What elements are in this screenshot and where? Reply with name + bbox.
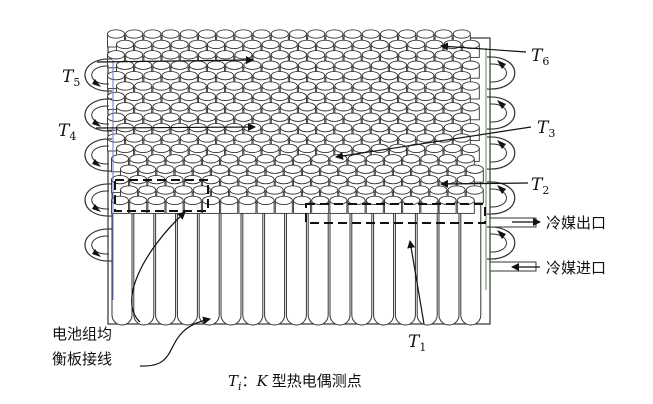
- coolant-bend: [486, 56, 516, 90]
- equalizer-board-zone: [114, 179, 209, 212]
- t1-arrow: [407, 240, 425, 325]
- coolant-bend: [486, 136, 516, 170]
- cell-top: [311, 195, 330, 214]
- cell-top: [461, 143, 480, 162]
- equalizer-label-line-1: 电池组均: [52, 325, 112, 343]
- coolant-bend: [84, 183, 113, 217]
- cell-top: [256, 195, 275, 214]
- label-t3: T3: [537, 118, 555, 140]
- label-t5: T5: [62, 67, 80, 89]
- cell-top: [252, 70, 271, 90]
- t3-arrow: [335, 126, 532, 160]
- coolant-outlet-pipe: [489, 217, 541, 228]
- equalizer-upper-arrow: [131, 211, 186, 323]
- label-t4: T4: [58, 121, 76, 143]
- coolant-bend: [486, 96, 516, 130]
- t6-arrow: [440, 42, 527, 53]
- coolant-bend: [486, 181, 516, 215]
- coolant-bend: [84, 98, 113, 132]
- cell-top: [202, 195, 220, 214]
- coolant-bends-left: [84, 58, 113, 262]
- coolant-bend: [84, 138, 113, 172]
- cell-top: [161, 91, 180, 110]
- cell-top: [220, 195, 239, 214]
- cell-top: [307, 133, 326, 152]
- cell-array: [107, 29, 484, 214]
- equalizer-lower-arrow: [139, 316, 211, 367]
- cell-top: [238, 195, 257, 214]
- t5-arrow: [96, 56, 254, 65]
- t4-arrow: [95, 123, 256, 132]
- leader-arrows: [95, 42, 532, 367]
- coolant-outlet-label: 冷媒出口: [546, 214, 606, 232]
- cell-top: [274, 195, 293, 214]
- label-t1: T1: [408, 332, 426, 354]
- coolant-inlet-label: 冷媒进口: [546, 259, 606, 277]
- t2-arrow: [440, 179, 529, 188]
- equalizer-label-line-2: 衡板接线: [52, 350, 112, 368]
- label-t2: T2: [531, 175, 549, 197]
- coolant-bends-right: [486, 56, 516, 260]
- label-t6: T6: [531, 46, 549, 68]
- coolant-bend: [486, 226, 516, 260]
- coolant-bend: [84, 228, 113, 262]
- t1-measurement-zone: [305, 203, 486, 224]
- coolant-bend: [84, 58, 113, 92]
- coolant-inlet-pipe: [489, 261, 540, 272]
